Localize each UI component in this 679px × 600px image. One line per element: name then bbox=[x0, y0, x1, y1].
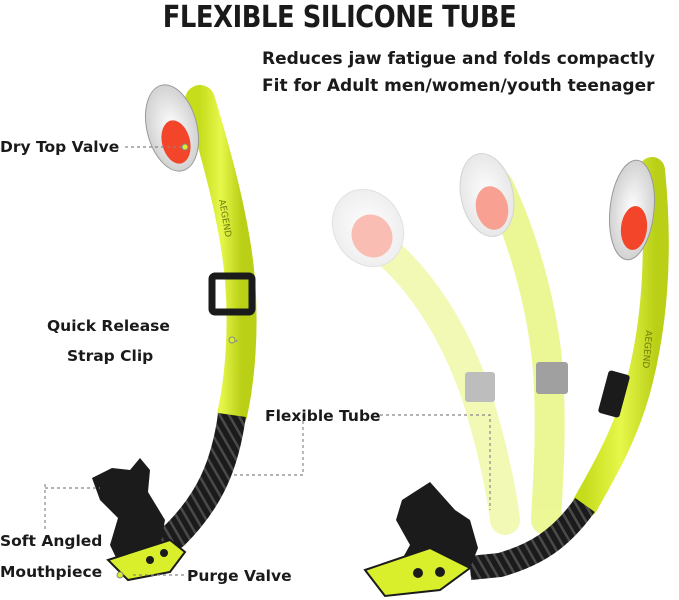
callout-soft-angled-line1: Soft Angled bbox=[0, 532, 103, 550]
callout-soft-angled-line2: Mouthpiece bbox=[0, 563, 103, 581]
headline-title: FLEXIBLE SILICONE TUBE bbox=[162, 0, 517, 35]
mouthpiece-main bbox=[92, 458, 187, 582]
purge-valve-marker bbox=[116, 571, 124, 579]
callout-purge-valve: Purge Valve bbox=[187, 567, 292, 585]
callout-quick-release-line2: Strap Clip bbox=[67, 347, 154, 365]
ghost-snorkel-middle bbox=[459, 153, 568, 535]
snorkel-main: AEGEND bbox=[145, 84, 257, 562]
strap-clip-marker bbox=[228, 336, 236, 344]
subtitle-line-2: Fit for Adult men/women/youth teenager bbox=[262, 76, 655, 96]
snorkel-right: AEGEND bbox=[468, 157, 669, 580]
mouthpiece-right bbox=[363, 482, 478, 598]
brand-mark-right: AEGEND bbox=[640, 330, 653, 369]
callout-flexible-tube: Flexible Tube bbox=[265, 407, 381, 425]
callout-quick-release-line1: Quick Release bbox=[47, 317, 170, 335]
callout-dry-top-valve: Dry Top Valve bbox=[0, 138, 120, 156]
ghost-snorkel-left bbox=[331, 188, 520, 535]
leader-lines bbox=[44, 146, 491, 576]
dry-top-valve-marker bbox=[181, 143, 189, 151]
subtitle-line-1: Reduces jaw fatigue and folds compactly bbox=[262, 49, 655, 69]
